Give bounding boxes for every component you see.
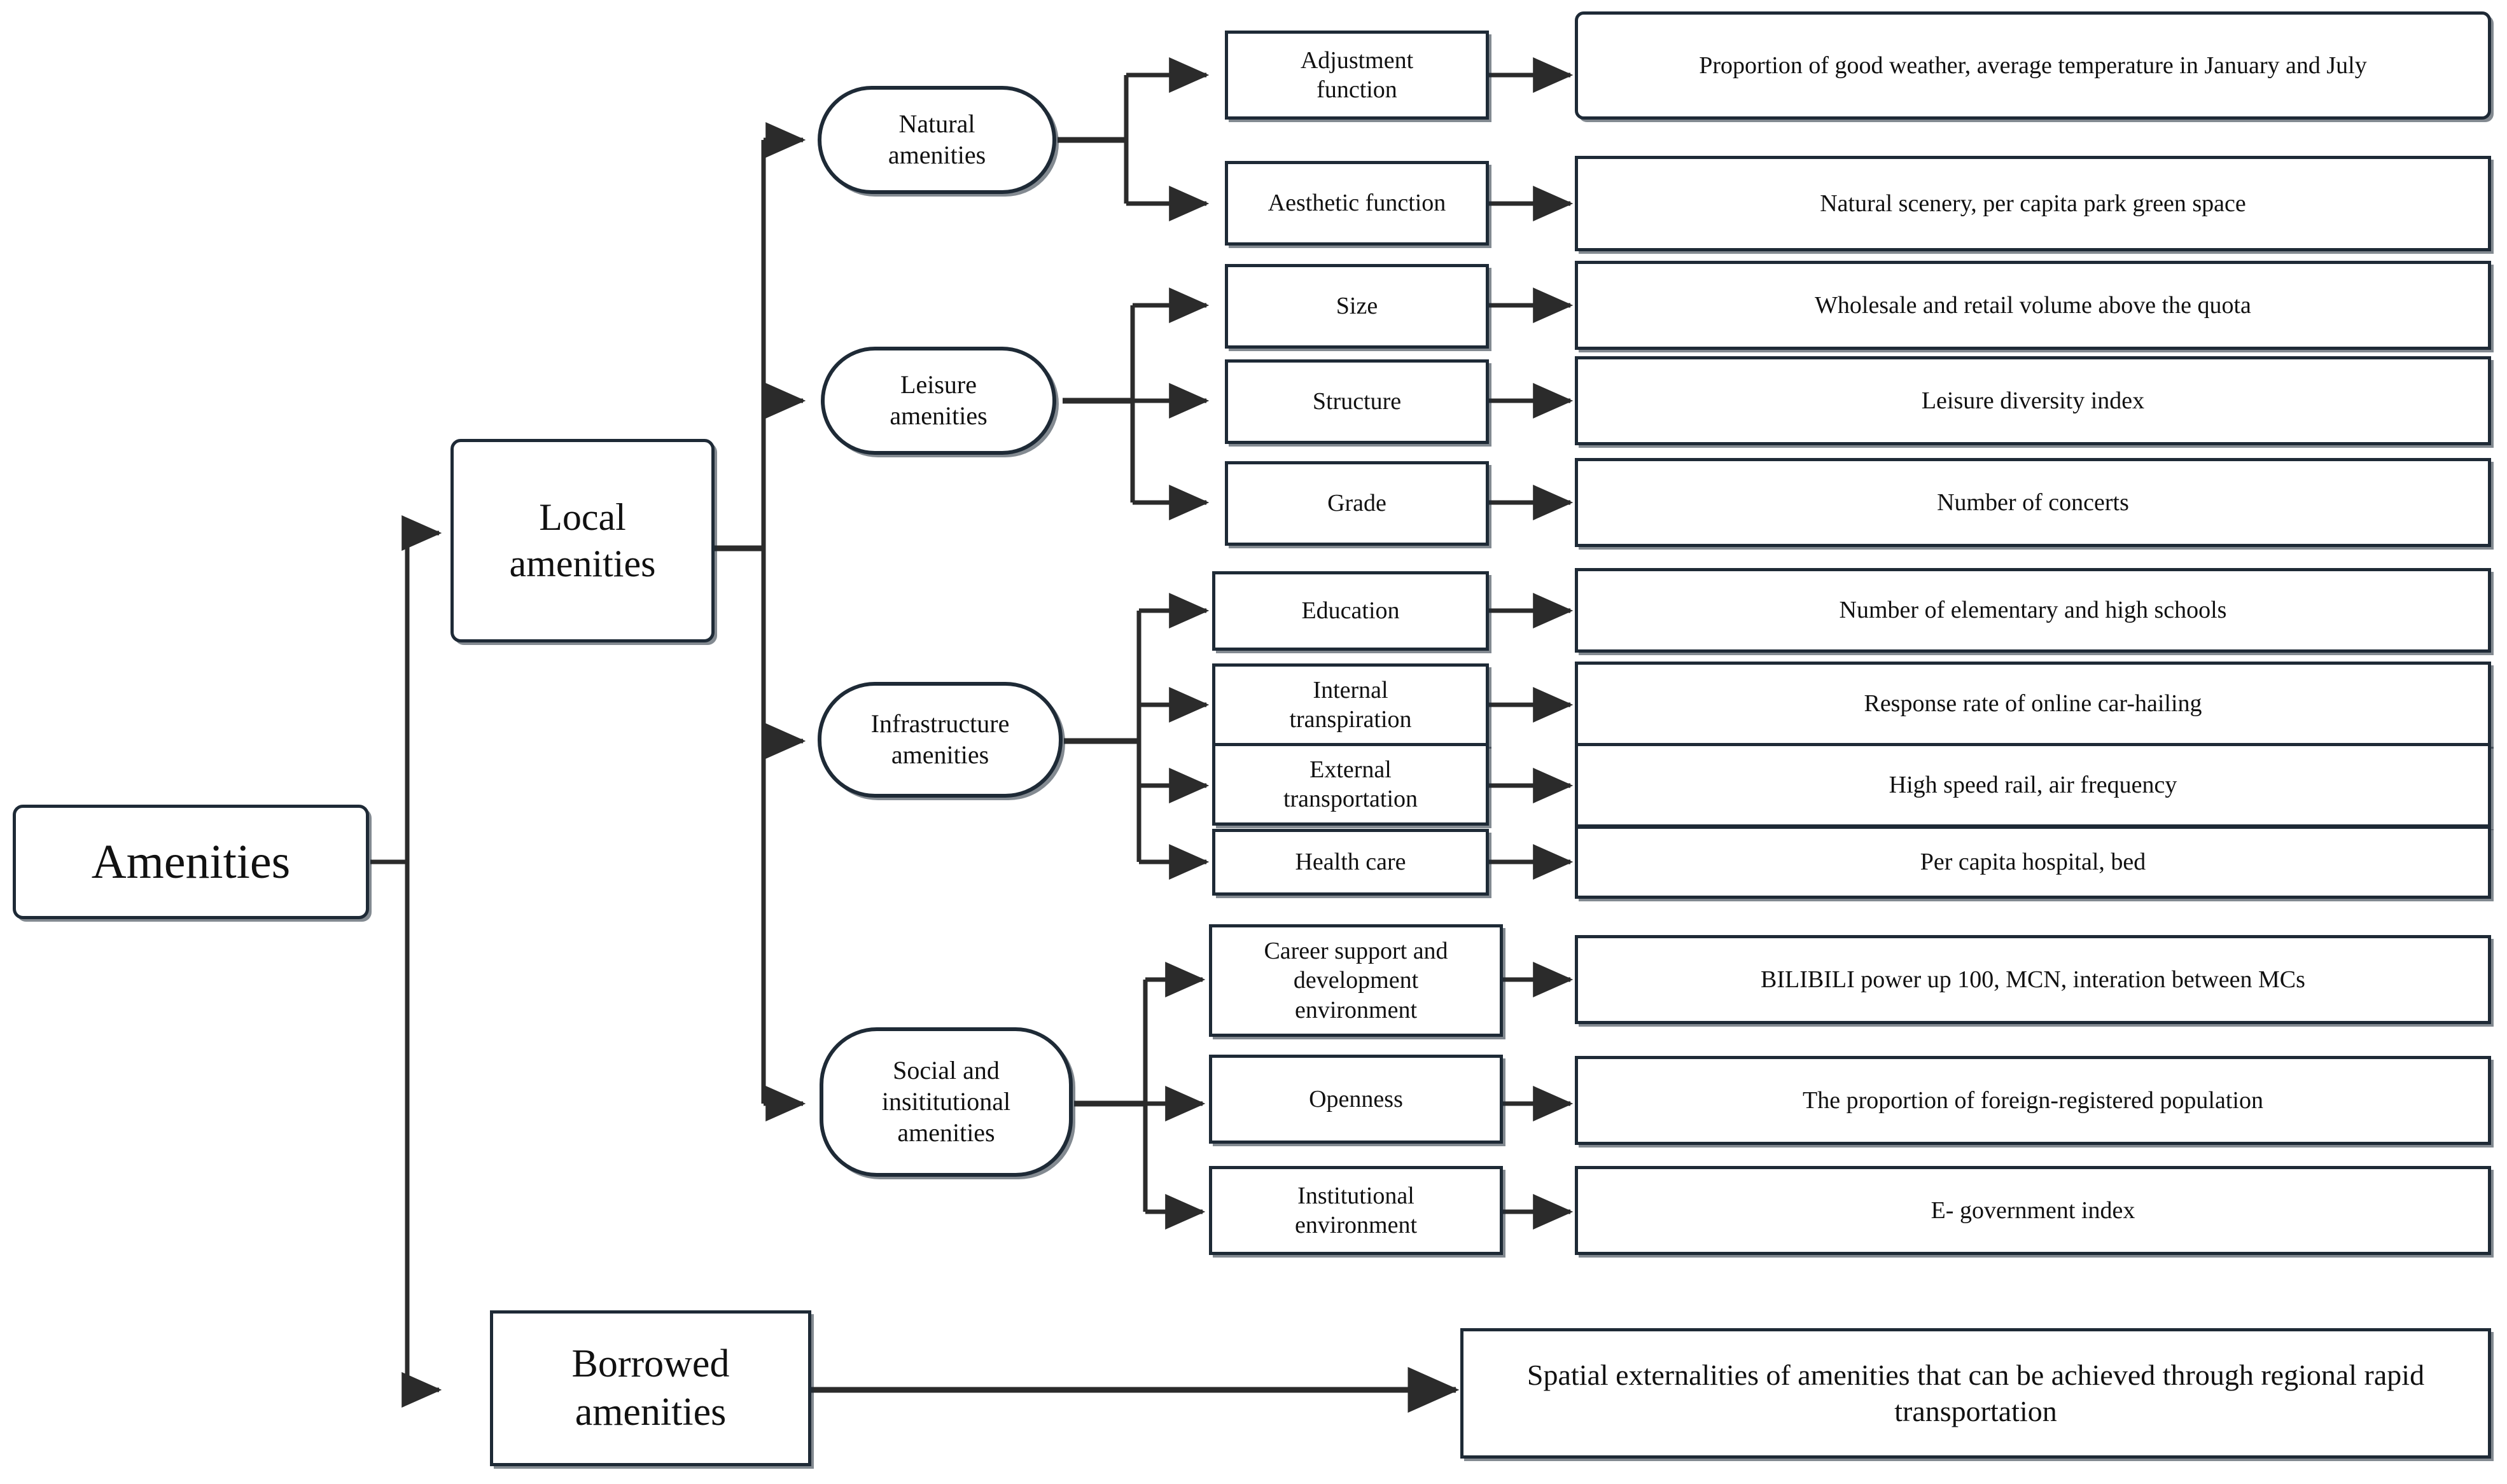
indicator-aesthetic-function[interactable]: Natural scenery, per capita park green s… [1575, 156, 2491, 251]
indicator-career-support[interactable]: BILIBILI power up 100, MCN, interation b… [1575, 935, 2491, 1024]
node-label: Natural amenities [888, 109, 986, 169]
indicator-text: The proportion of foreign-registered pop… [1803, 1086, 2263, 1114]
node-label: Structure [1312, 388, 1402, 415]
node-dimension-education[interactable]: Education [1212, 571, 1489, 651]
indicator-text: Per capita hospital, bed [1920, 849, 2146, 876]
node-category-leisure-amenities[interactable]: Leisure amenities [821, 347, 1056, 455]
node-label: Local amenities [509, 496, 656, 585]
node-dimension-openness[interactable]: Openness [1209, 1055, 1503, 1144]
node-category-natural-amenities[interactable]: Natural amenities [818, 86, 1056, 194]
node-label: Institutional environment [1294, 1182, 1418, 1238]
indicator-health-care[interactable]: Per capita hospital, bed [1575, 826, 2491, 899]
node-label: Size [1336, 293, 1378, 320]
node-label: External transportation [1283, 756, 1418, 812]
node-dimension-career-support[interactable]: Career support and development environme… [1209, 924, 1503, 1037]
indicator-text: Natural scenery, per capita park green s… [1820, 190, 2246, 217]
indicator-text: Spatial externalities of amenities that … [1526, 1359, 2425, 1427]
indicator-text: E- government index [1931, 1196, 2135, 1224]
node-dimension-size[interactable]: Size [1225, 264, 1489, 349]
indicator-structure[interactable]: Leisure diversity index [1575, 356, 2491, 445]
node-category-social-amenities[interactable]: Social and insititutional amenities [820, 1027, 1073, 1177]
node-amenities-root[interactable]: Amenities [13, 805, 369, 919]
node-label: Education [1301, 597, 1400, 625]
node-label: Borrowed amenities [571, 1342, 730, 1434]
node-dimension-external-transportation[interactable]: External transportation [1212, 743, 1489, 826]
indicator-external-transportation[interactable]: High speed rail, air frequency [1575, 743, 2491, 828]
indicator-openness[interactable]: The proportion of foreign-registered pop… [1575, 1056, 2491, 1145]
node-dimension-structure[interactable]: Structure [1225, 359, 1489, 444]
node-label: Social and insititutional amenities [881, 1056, 1011, 1147]
indicator-text: Number of concerts [1937, 489, 2129, 516]
indicator-text: Number of elementary and high schools [1839, 597, 2227, 624]
node-local-amenities[interactable]: Local amenities [450, 439, 715, 642]
node-dimension-internal-transpiration[interactable]: Internal transpiration [1212, 663, 1489, 746]
node-dimension-grade[interactable]: Grade [1225, 461, 1489, 546]
node-dimension-aesthetic-function[interactable]: Aesthetic function [1225, 161, 1489, 246]
indicator-grade[interactable]: Number of concerts [1575, 458, 2491, 547]
node-label: Career support and development environme… [1264, 937, 1448, 1023]
node-dimension-health-care[interactable]: Health care [1212, 829, 1489, 896]
indicator-borrowed-amenities[interactable]: Spatial externalities of amenities that … [1460, 1328, 2491, 1459]
node-category-infrastructure-amenities[interactable]: Infrastructure amenities [818, 682, 1063, 798]
node-label: Health care [1295, 849, 1406, 876]
node-label: Internal transpiration [1289, 676, 1412, 733]
indicator-size[interactable]: Wholesale and retail volume above the qu… [1575, 261, 2491, 350]
indicator-text: Leisure diversity index [1921, 387, 2145, 414]
indicator-text: Response rate of online car-hailing [1864, 690, 2202, 718]
node-label: Amenities [91, 835, 291, 889]
indicator-text: Proportion of good weather, average temp… [1699, 52, 2367, 79]
indicator-adjustment-function[interactable]: Proportion of good weather, average temp… [1575, 11, 2491, 120]
indicator-internal-transpiration[interactable]: Response rate of online car-hailing [1575, 662, 2491, 746]
node-dimension-institutional-environment[interactable]: Institutional environment [1209, 1166, 1503, 1255]
indicator-text: High speed rail, air frequency [1889, 772, 2177, 799]
node-label: Leisure amenities [890, 370, 988, 430]
indicator-text: BILIBILI power up 100, MCN, interation b… [1761, 966, 2305, 993]
node-label: Openness [1309, 1085, 1403, 1113]
node-label: Grade [1327, 490, 1386, 517]
node-label: Adjustment function [1300, 46, 1414, 103]
node-label: Aesthetic function [1267, 190, 1446, 217]
node-borrowed-amenities[interactable]: Borrowed amenities [490, 1310, 811, 1466]
node-label: Infrastructure amenities [870, 709, 1010, 769]
indicator-education[interactable]: Number of elementary and high schools [1575, 568, 2491, 653]
indicator-text: Wholesale and retail volume above the qu… [1815, 291, 2251, 319]
indicator-institutional-environment[interactable]: E- government index [1575, 1166, 2491, 1255]
node-dimension-adjustment-function[interactable]: Adjustment function [1225, 31, 1489, 120]
